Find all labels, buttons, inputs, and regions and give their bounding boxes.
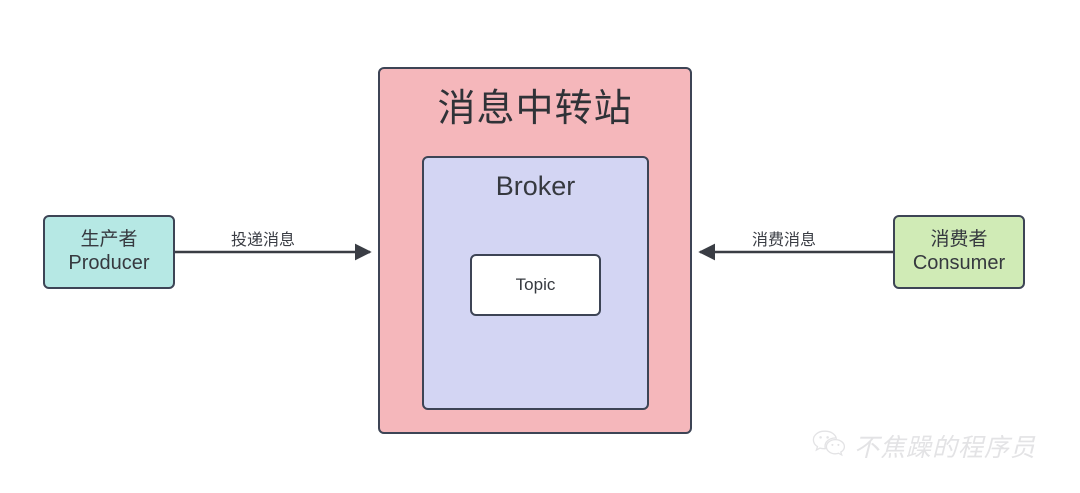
producer-label-en: Producer: [68, 252, 150, 275]
node-producer[interactable]: 生产者 Producer: [43, 215, 175, 289]
node-consumer[interactable]: 消费者 Consumer: [893, 215, 1025, 289]
node-broker[interactable]: Broker: [422, 156, 649, 410]
edge-label-consume-message: 消费消息: [752, 232, 817, 249]
station-title: 消息中转站: [437, 88, 633, 130]
edge-label-deliver-message: 投递消息: [231, 232, 296, 249]
consumer-label-cn: 消费者: [930, 228, 988, 250]
watermark-text: 不焦躁的程序员: [854, 434, 1037, 462]
producer-label-cn: 生产者: [80, 228, 138, 250]
wechat-icon: [812, 429, 846, 464]
watermark: 不焦躁的程序员: [812, 428, 1036, 464]
topic-label: Topic: [515, 275, 556, 295]
broker-label: Broker: [495, 171, 576, 201]
node-topic[interactable]: Topic: [470, 254, 601, 316]
consumer-label-en: Consumer: [912, 252, 1006, 275]
